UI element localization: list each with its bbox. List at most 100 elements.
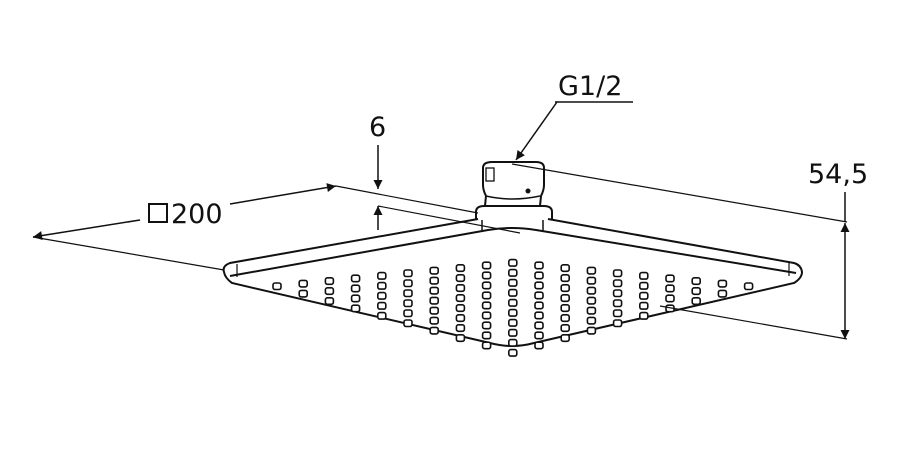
nozzle <box>534 281 544 290</box>
nozzle <box>586 316 597 325</box>
nozzle <box>534 261 544 270</box>
nozzle <box>455 283 466 293</box>
nozzle <box>534 291 544 300</box>
nozzle <box>560 333 571 343</box>
nozzle <box>560 313 571 323</box>
nozzle <box>429 306 440 315</box>
nozzle <box>586 326 597 335</box>
nozzle <box>507 338 518 347</box>
nozzle <box>560 323 571 333</box>
square-symbol-icon <box>148 203 168 223</box>
nozzle <box>376 311 387 320</box>
nozzle <box>534 331 544 340</box>
nozzle <box>481 331 492 340</box>
nozzle <box>507 328 518 337</box>
nozzle <box>507 288 518 297</box>
thickness-label: 6 <box>369 112 386 143</box>
thread-callout: G1/2 <box>515 71 633 161</box>
nozzle <box>350 294 361 303</box>
nozzle <box>403 269 413 278</box>
nozzle <box>403 289 413 298</box>
height-label: 54,5 <box>808 159 868 190</box>
nozzle <box>612 299 623 308</box>
nozzle <box>560 263 571 273</box>
nozzle <box>534 271 544 280</box>
nozzle <box>481 301 492 310</box>
nozzle <box>691 286 702 296</box>
nozzle <box>376 281 387 290</box>
nozzle <box>534 321 544 330</box>
nozzle <box>612 319 623 328</box>
nozzle <box>455 333 466 343</box>
shower-plate <box>222 218 804 357</box>
nozzle <box>455 273 466 283</box>
thickness-dimension: 6 <box>369 112 521 234</box>
nozzle <box>403 279 413 288</box>
height-dimension: 54,5 <box>511 159 868 340</box>
nozzle <box>665 294 675 303</box>
nozzle <box>481 261 492 270</box>
nozzle <box>350 274 361 283</box>
nozzle <box>691 296 702 306</box>
nozzle <box>717 279 728 288</box>
nozzle <box>638 301 649 310</box>
nozzle <box>429 266 440 275</box>
nozzle <box>560 303 571 313</box>
nozzle <box>717 289 728 298</box>
nozzle <box>481 291 492 300</box>
nozzle <box>638 271 649 280</box>
nozzle <box>612 309 623 318</box>
nozzle <box>507 298 518 307</box>
nozzle <box>507 268 518 277</box>
nozzle <box>743 282 754 291</box>
thread-label: G1/2 <box>558 71 622 102</box>
nozzle <box>534 301 544 310</box>
nozzle <box>429 316 440 325</box>
nozzle <box>481 281 492 290</box>
nozzle <box>481 321 492 330</box>
nozzle <box>350 304 361 313</box>
nozzle <box>376 271 387 280</box>
nozzle <box>403 319 413 328</box>
nozzle <box>429 296 440 305</box>
nozzle <box>586 306 597 315</box>
nozzle <box>429 286 440 295</box>
nozzle <box>272 282 282 291</box>
nozzle <box>298 279 309 288</box>
nozzle <box>665 284 675 293</box>
nozzle <box>324 286 335 296</box>
nozzle <box>376 301 387 310</box>
width-dimension: 200 <box>32 183 479 271</box>
nozzle <box>665 274 675 283</box>
nozzle <box>612 269 623 278</box>
nozzle <box>455 263 466 273</box>
nozzle <box>350 284 361 293</box>
nozzle <box>507 258 518 267</box>
nozzle <box>560 283 571 293</box>
nozzle <box>507 318 518 327</box>
nozzle <box>638 291 649 300</box>
nozzle <box>560 273 571 283</box>
nozzle <box>455 323 466 333</box>
nozzle <box>324 296 335 306</box>
nozzle <box>612 279 623 288</box>
nozzle <box>455 303 466 313</box>
nozzle <box>638 281 649 290</box>
nozzle <box>481 271 492 280</box>
nozzle <box>403 309 413 318</box>
nozzle <box>638 311 649 320</box>
nozzle <box>586 266 597 275</box>
nozzle <box>403 299 413 308</box>
nozzle <box>455 293 466 303</box>
nozzle <box>324 276 335 286</box>
connector-nut <box>475 161 553 232</box>
nozzle <box>298 289 309 298</box>
nozzle <box>534 311 544 320</box>
nozzle <box>481 341 492 350</box>
nozzle <box>455 313 466 323</box>
nozzle <box>429 326 440 335</box>
nozzle <box>560 293 571 303</box>
nozzle <box>586 296 597 305</box>
nozzle <box>691 276 702 286</box>
